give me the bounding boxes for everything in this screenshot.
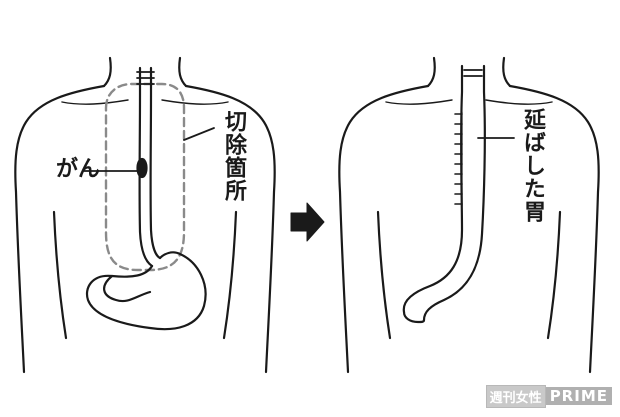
left-torso bbox=[14, 56, 276, 374]
right-neck-right bbox=[502, 56, 512, 88]
right-torso bbox=[338, 56, 600, 374]
left-esophagus bbox=[136, 66, 162, 268]
cancer-label: がん bbox=[56, 157, 101, 182]
watermark: 週刊女性 PRIME bbox=[485, 384, 612, 408]
right-armpit-left bbox=[376, 210, 392, 340]
arrow-icon bbox=[290, 202, 325, 242]
right-shoulder-left bbox=[338, 84, 430, 374]
left-neck-left bbox=[102, 56, 112, 88]
tumor bbox=[136, 157, 148, 179]
right-armpit-right bbox=[546, 210, 562, 340]
stretched-stomach-label: 延ばした胃 bbox=[520, 108, 545, 223]
left-stomach-inner bbox=[103, 274, 152, 303]
left-clavicle-left bbox=[61, 99, 129, 105]
right-clavicle-left bbox=[385, 99, 453, 105]
left-neck-right bbox=[178, 56, 188, 88]
left-shoulder-right bbox=[184, 84, 276, 374]
watermark-english: PRIME bbox=[545, 387, 612, 405]
left-armpit-right bbox=[222, 210, 238, 340]
staple-ticks bbox=[454, 113, 463, 205]
stretched-stomach bbox=[402, 64, 486, 324]
watermark-japanese: 週刊女性 bbox=[485, 384, 546, 408]
right-neck-left bbox=[426, 56, 436, 88]
excision-pointer-line bbox=[183, 127, 215, 141]
right-shoulder-right bbox=[508, 84, 600, 374]
left-shoulder-left bbox=[14, 84, 106, 374]
right-clavicle-right bbox=[485, 99, 553, 105]
left-clavicle-right bbox=[161, 99, 229, 105]
left-armpit-left bbox=[52, 210, 68, 340]
excision-site-label: 切除箇所 bbox=[221, 110, 246, 202]
excision-outline bbox=[104, 82, 186, 272]
